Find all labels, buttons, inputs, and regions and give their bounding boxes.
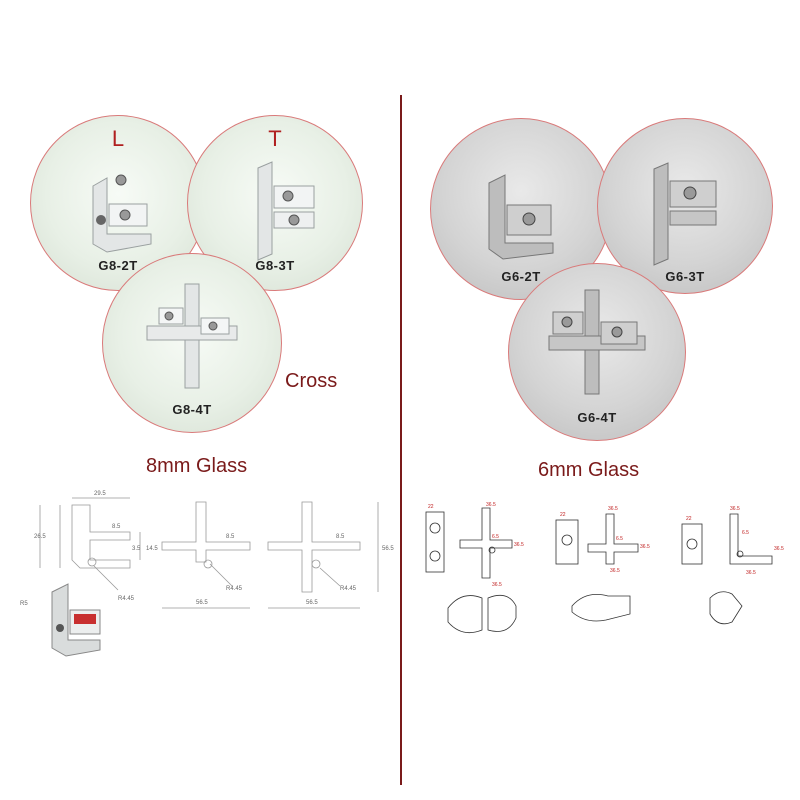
code-g8-2t: G8-2T [98, 258, 138, 273]
dim-b4: 36.5 [640, 544, 650, 550]
dim-c2: 36.5 [730, 506, 740, 512]
dim-t-r445: R4.45 [226, 586, 243, 592]
letter-t: T [268, 126, 282, 151]
dim-c4: 36.5 [774, 546, 784, 552]
t-connector-icon [257, 161, 315, 261]
dim-t-inner: 8.5 [226, 534, 235, 540]
dim-l-left: 26.5 [34, 534, 46, 540]
dim-a5: 36.5 [492, 582, 502, 588]
dim-c1: 22 [686, 516, 692, 522]
dim-l-r5: R5 [20, 601, 28, 607]
dim-t-width: 56.5 [196, 600, 208, 606]
dim-b3: 6.5 [616, 536, 623, 542]
dim-x-inner: 8.5 [336, 534, 345, 540]
dim-x-r445: R4.45 [340, 586, 357, 592]
dim-c5: 36.5 [746, 570, 756, 576]
circle-g8-2t: L G8-2T [30, 115, 206, 291]
dim-a1: 22 [428, 504, 434, 510]
l-connector-icon [92, 174, 152, 253]
l-connector-icon [488, 174, 554, 260]
dim-a3: 6.5 [492, 534, 499, 540]
dim-x-width: 56.5 [306, 600, 318, 606]
code-g6-3t: G6-3T [665, 269, 705, 284]
dim-l-right2: 14.5 [146, 546, 158, 552]
dim-a4: 36.5 [514, 542, 524, 548]
glass-label-8mm: 8mm Glass [146, 455, 248, 477]
dim-c3: 6.5 [742, 530, 749, 536]
dim-l-r445: R4.45 [118, 596, 135, 602]
cross-label: Cross [285, 370, 338, 392]
dim-b5: 36.5 [610, 568, 620, 574]
code-g8-3t: G8-3T [255, 258, 295, 273]
dim-l-inner: 8.5 [112, 524, 121, 530]
dim-b1: 22 [560, 512, 566, 518]
code-g8-4t: G8-4T [172, 402, 212, 417]
circle-g6-4t: G6-4T [508, 263, 686, 441]
dim-x-height: 56.5 [382, 546, 394, 552]
dim-l-top: 29.5 [94, 491, 106, 497]
l-connector-photo [51, 583, 101, 657]
dim-l-right: 3.5 [132, 546, 141, 552]
letter-l: L [111, 126, 125, 151]
g8-2t-drawing: 29.5 26.5 8.5 3.5 14.5 R5 R4.45 8.5 R4.4… [20, 491, 394, 657]
g6-drawings: 22 36.5 6.5 36.5 36.5 22 36.5 6.5 36.5 3… [425, 502, 784, 634]
cross-connector-icon [548, 289, 646, 395]
dim-b2: 36.5 [608, 506, 618, 512]
circle-g6-3t: G6-3T [597, 118, 773, 294]
code-g6-4t: G6-4T [577, 410, 617, 425]
cross-connector-icon [146, 283, 238, 389]
code-g6-2t: G6-2T [501, 269, 541, 284]
dim-a2: 36.5 [486, 502, 496, 508]
glass-label-6mm: 6mm Glass [538, 459, 640, 481]
circle-g8-4t: G8-4T [102, 253, 282, 433]
t-connector-icon [653, 162, 717, 266]
panel-divider [400, 95, 402, 785]
